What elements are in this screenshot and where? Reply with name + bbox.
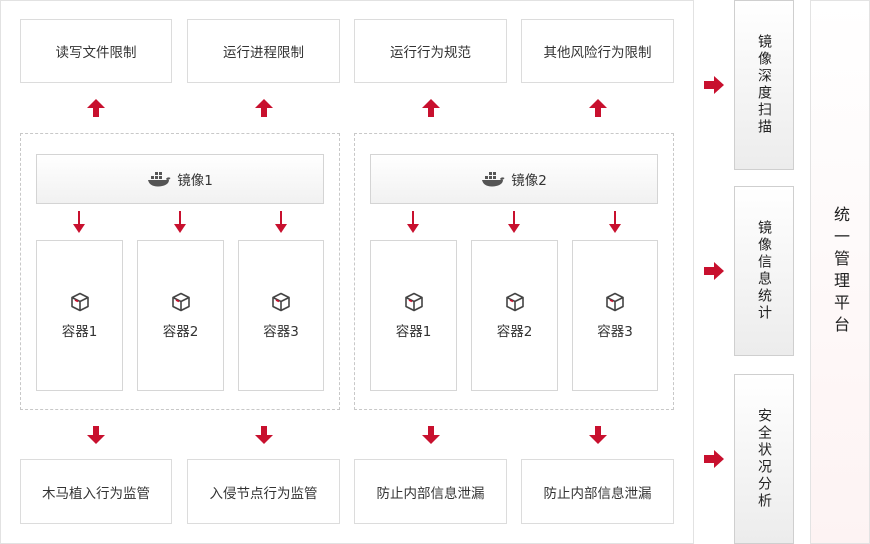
cube-icon	[70, 292, 89, 311]
monitor-label: 防止内部信息泄漏	[543, 485, 652, 502]
limit-other-risk: 其他风险行为限制	[521, 19, 674, 83]
cube-icon	[606, 292, 624, 311]
arrow-down-icon	[87, 426, 105, 444]
container-label: 容器1	[395, 323, 432, 340]
monitor-trojan-implant: 木马植入行为监管	[20, 459, 172, 524]
image-bar-1: 镜像1	[36, 154, 324, 204]
container-label: 容器3	[597, 323, 633, 340]
arrow-up-icon	[589, 99, 607, 117]
image-group-2	[354, 133, 674, 410]
arrow-down-thin-icon	[174, 211, 186, 233]
container-card: 容器1	[370, 240, 457, 391]
arrow-right-icon	[704, 76, 724, 94]
container-card: 容器3	[238, 240, 324, 391]
unified-management-platform: 统一管理平台	[810, 0, 870, 544]
cube-icon	[272, 292, 290, 311]
container-label: 容器2	[496, 323, 533, 340]
docker-icon	[482, 172, 505, 187]
arrow-down-thin-icon	[73, 211, 85, 233]
limit-label: 读写文件限制	[55, 45, 137, 61]
limit-run-process: 运行进程限制	[187, 19, 340, 83]
docker-icon	[148, 172, 171, 187]
arrow-down-thin-icon	[275, 211, 287, 233]
image-group-1	[20, 133, 340, 410]
arrow-down-icon	[255, 426, 273, 444]
container-card: 容器1	[36, 240, 123, 391]
image-bar-2: 镜像2	[370, 154, 658, 204]
monitor-label: 入侵节点行为监管	[209, 485, 318, 502]
container-label: 容器3	[263, 323, 299, 340]
limit-run-behavior: 运行行为规范	[354, 19, 507, 83]
arrow-down-icon	[422, 426, 440, 444]
monitor-leak-prevention-1: 防止内部信息泄漏	[354, 459, 507, 524]
cube-icon	[404, 292, 423, 311]
arrow-down-icon	[589, 426, 607, 444]
platform-label: 统一管理平台	[831, 206, 850, 338]
monitor-label: 木马植入行为监管	[42, 485, 150, 502]
image-label: 镜像1	[177, 173, 213, 189]
limit-label: 运行行为规范	[390, 45, 471, 61]
monitor-leak-prevention-2: 防止内部信息泄漏	[521, 459, 674, 524]
container-card: 容器3	[572, 240, 658, 391]
arrow-up-icon	[255, 99, 273, 117]
limit-label: 运行进程限制	[223, 45, 304, 61]
function-label: 镜像信息统计	[756, 220, 772, 322]
arrow-down-thin-icon	[609, 211, 621, 233]
container-card: 容器2	[137, 240, 224, 391]
function-image-deep-scan: 镜像深度扫描	[734, 0, 794, 170]
arrow-right-icon	[704, 262, 724, 280]
arrow-up-icon	[422, 99, 440, 117]
arrow-down-thin-icon	[407, 211, 419, 233]
image-label: 镜像2	[511, 173, 547, 189]
monitor-intrusion-node: 入侵节点行为监管	[187, 459, 340, 524]
function-label: 镜像深度扫描	[756, 34, 772, 136]
cube-icon	[171, 292, 190, 311]
arrow-right-icon	[704, 450, 724, 468]
container-card: 容器2	[471, 240, 558, 391]
limit-label: 其他风险行为限制	[543, 45, 652, 61]
function-label: 安全状况分析	[756, 408, 772, 510]
function-security-analysis: 安全状况分析	[734, 374, 794, 544]
function-image-info-stats: 镜像信息统计	[734, 186, 794, 356]
container-label: 容器1	[61, 323, 98, 340]
monitor-label: 防止内部信息泄漏	[376, 485, 485, 502]
arrow-up-icon	[87, 99, 105, 117]
arrow-down-thin-icon	[508, 211, 520, 233]
container-label: 容器2	[162, 323, 199, 340]
limit-read-write-files: 读写文件限制	[20, 19, 172, 83]
cube-icon	[505, 292, 524, 311]
